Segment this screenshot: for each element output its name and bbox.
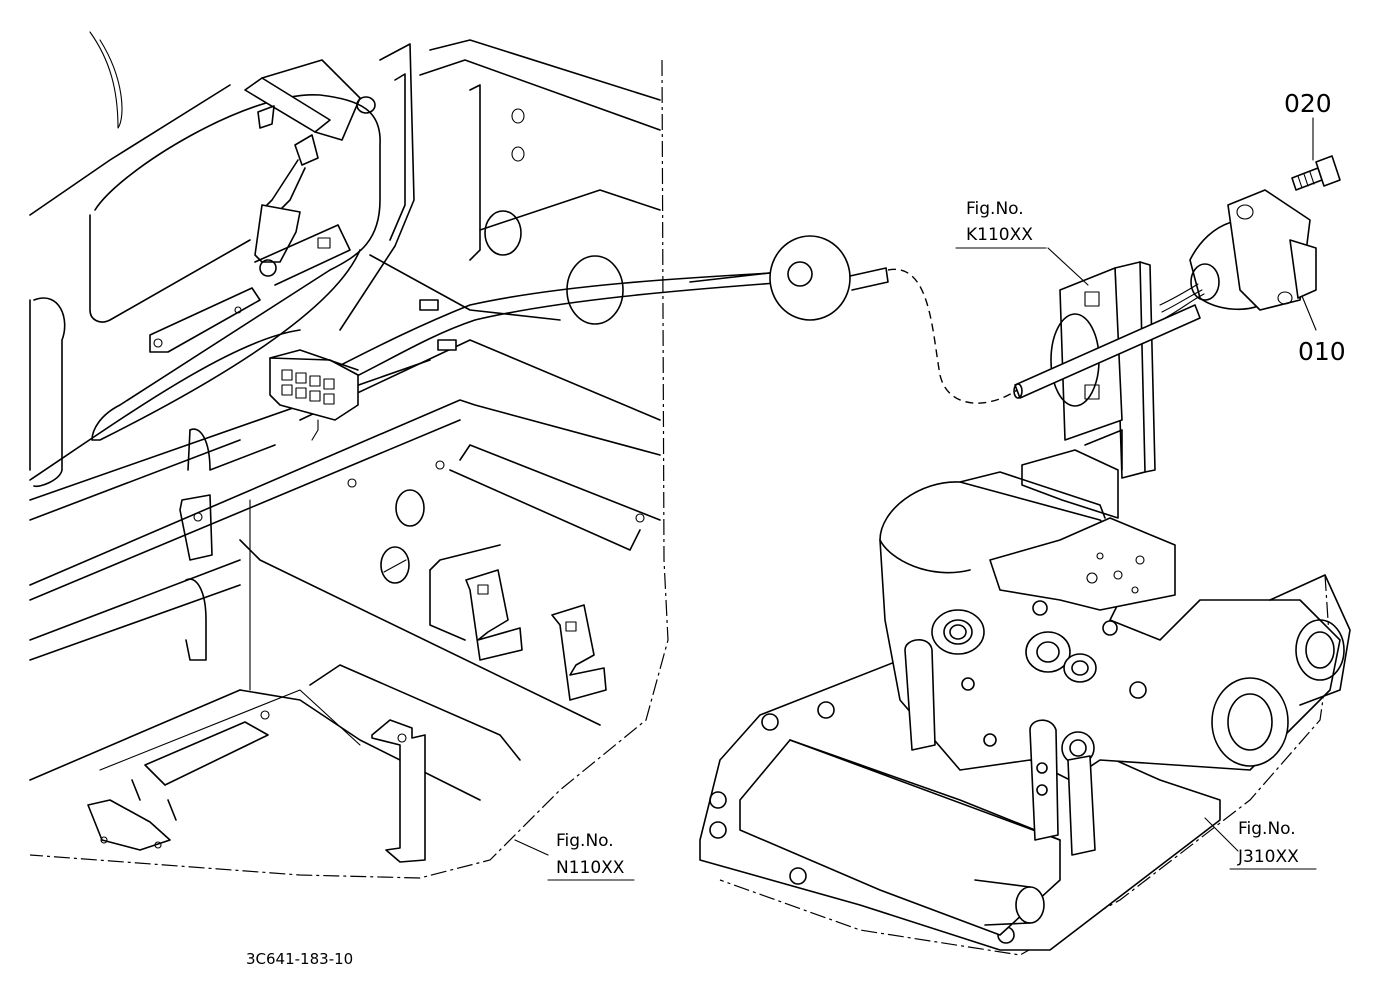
fig-ref-k110: Fig.No. K110XX — [955, 199, 1047, 249]
angle-sensor-010 — [1159, 189, 1317, 319]
drawing-code: 3C641-183-10 — [246, 950, 353, 968]
screw-020 — [1291, 155, 1341, 191]
fig-ref-n110-code: N110XX — [556, 858, 625, 878]
fig-ref-j310: Fig.No. J310XX — [1229, 819, 1317, 870]
leader-lines — [514, 117, 1317, 856]
fig-ref-n110-prefix: Fig.No. — [556, 831, 614, 851]
hydraulic-lift-block — [699, 471, 1351, 956]
fig-ref-j310-prefix: Fig.No. — [1238, 819, 1296, 839]
fig-ref-j310-code: J310XX — [1237, 847, 1299, 867]
callout-010: 010 — [1298, 337, 1346, 366]
cab-fender-assembly — [29, 31, 1021, 879]
callout-020: 020 — [1284, 89, 1332, 118]
fig-ref-k110-prefix: Fig.No. — [966, 199, 1024, 219]
sensor-bracket-assembly — [1013, 261, 1201, 519]
fig-ref-k110-code: K110XX — [966, 225, 1033, 245]
connector-cavities — [281, 369, 335, 405]
fig-ref-n110: Fig.No. N110XX — [547, 831, 635, 881]
